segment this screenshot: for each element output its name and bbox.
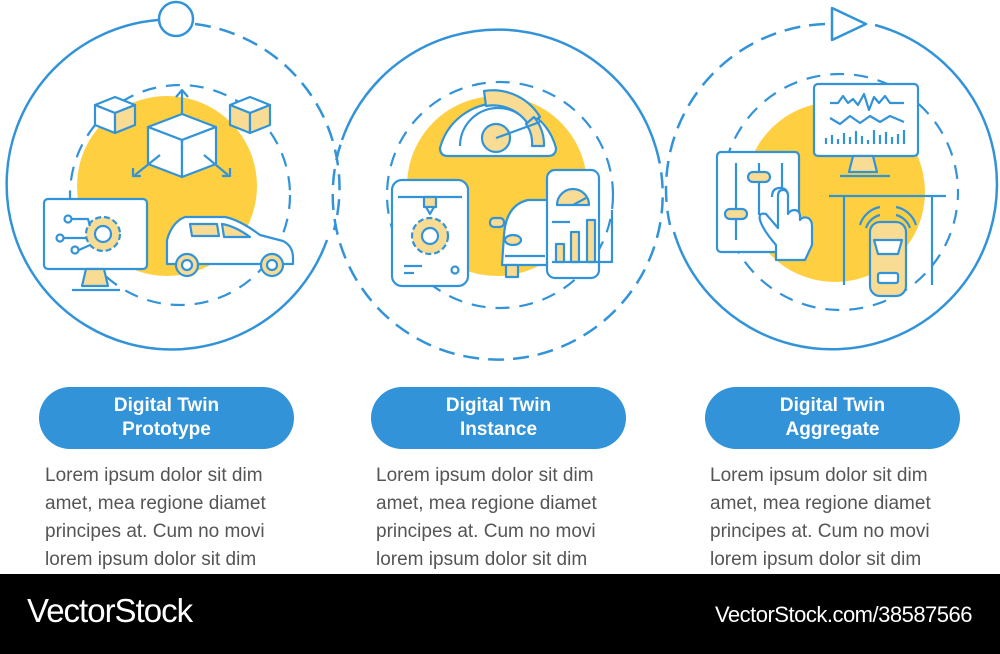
desc-line: lorem ipsum dolor sit dim: [710, 549, 922, 570]
step-2-title-line2: Instance: [459, 419, 538, 440]
step-3-graphic: [664, 6, 999, 351]
desc-line: principes at. Cum no movi: [376, 521, 596, 542]
process-diagram: [5, 0, 999, 361]
step-1-graphic: [5, 0, 341, 351]
desc-line: Lorem ipsum dolor sit dim: [710, 465, 928, 486]
car-sensor-garage-icon: [829, 194, 946, 298]
step-1-title-line2: Prototype: [122, 419, 211, 440]
car-front-icon: [488, 198, 550, 279]
step-3-title-line2: Aggregate: [785, 419, 880, 440]
step-2-title-line1: Digital Twin: [445, 395, 552, 416]
step-2-graphic: [331, 28, 664, 361]
step-2-title-button: Digital Twin Instance: [371, 387, 626, 449]
image-url: VectorStock.com/38587566: [714, 602, 973, 627]
3d-cube-icon: [93, 88, 272, 179]
step-3-description: Lorem ipsum dolor sit dim amet, mea regi…: [710, 462, 931, 574]
brand-logo: VectorStock: [27, 592, 193, 629]
circle-start-icon: [157, 0, 195, 38]
phone-analytics-icon: [545, 168, 614, 280]
desc-line: amet, mea regione diamet: [45, 493, 266, 514]
desc-line: lorem ipsum dolor sit dim: [45, 549, 257, 570]
step-1-title-line1: Digital Twin: [113, 395, 220, 416]
infographic: Digital Twin Prototype Digital Twin Inst…: [5, 0, 999, 574]
control-panel-hand-icon: [715, 150, 814, 262]
step-1-description: Lorem ipsum dolor sit dim amet, mea regi…: [45, 462, 266, 574]
desc-line: principes at. Cum no movi: [710, 521, 930, 542]
car-icon: [165, 215, 295, 278]
watermark-footer: VectorStock VectorStock.com/38587566: [0, 574, 1000, 654]
desc-line: principes at. Cum no movi: [45, 521, 265, 542]
step-1-title-button: Digital Twin Prototype: [39, 387, 294, 449]
step-3-title-line1: Digital Twin: [779, 395, 886, 416]
desc-line: amet, mea regione diamet: [710, 493, 931, 514]
monitor-gear-icon: [42, 197, 149, 292]
step-2-description: Lorem ipsum dolor sit dim amet, mea regi…: [376, 462, 597, 574]
monitor-waveform-icon: [812, 82, 920, 178]
step-3-title-button: Digital Twin Aggregate: [705, 387, 960, 449]
speedometer-icon: [438, 89, 558, 158]
desc-line: Lorem ipsum dolor sit dim: [376, 465, 594, 486]
play-arrow-icon: [830, 6, 868, 42]
3d-printer-icon: [390, 178, 470, 288]
desc-line: amet, mea regione diamet: [376, 493, 597, 514]
desc-line: Lorem ipsum dolor sit dim: [45, 465, 263, 486]
desc-line: lorem ipsum dolor sit dim: [376, 549, 588, 570]
